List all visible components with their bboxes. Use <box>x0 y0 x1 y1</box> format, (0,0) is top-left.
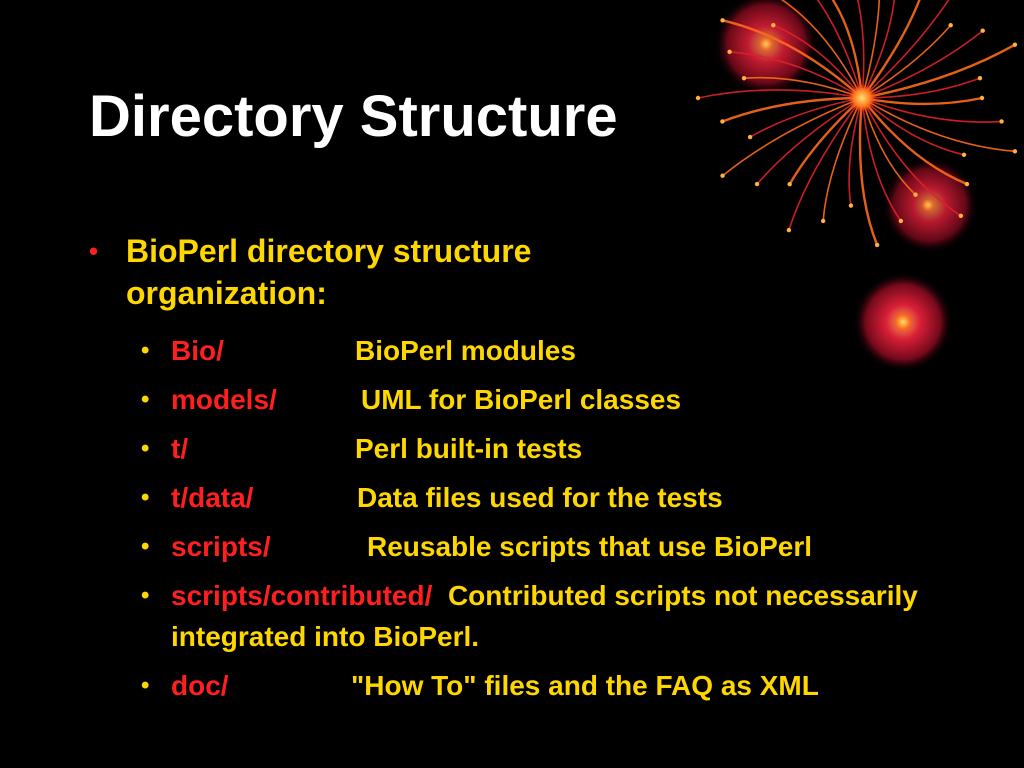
firework-spark <box>1012 149 1018 154</box>
list-item: • t/data/Data files used for the tests <box>141 477 941 518</box>
firework-spark <box>771 23 776 28</box>
firework-ray <box>822 97 863 222</box>
directory-name: models/ <box>171 384 277 415</box>
main-bullet-text: BioPerl directory structure organization… <box>126 233 532 311</box>
directory-name: t/ <box>171 433 189 464</box>
directory-description: Reusable scripts that use BioPerl <box>367 531 813 562</box>
directory-description: "How To" files and the FAQ as XML <box>351 670 819 701</box>
firework-ray <box>860 96 969 186</box>
list-item: • scripts/contributed/ Contributed scrip… <box>141 575 941 657</box>
firework-spark <box>787 181 792 187</box>
firework-spark <box>747 134 753 140</box>
firework-spark <box>913 192 918 197</box>
directory-description: Data files used for the tests <box>357 482 723 513</box>
directory-name: scripts/contributed/ <box>171 580 433 611</box>
firework-ray <box>856 0 865 99</box>
firework-ray <box>861 97 1003 123</box>
firework-spark <box>695 95 701 101</box>
list-item: • Bio/BioPerl modules <box>141 330 941 371</box>
bullet-icon: • <box>141 672 150 699</box>
firework-spark <box>874 242 880 248</box>
firework-spark <box>948 23 953 28</box>
bullet-icon: • <box>141 582 150 609</box>
firework-spark <box>979 95 985 101</box>
main-bullet: • BioPerl directory structure organizati… <box>89 230 729 314</box>
bullet-icon: • <box>141 435 150 462</box>
list-item: • t/Perl built-in tests <box>141 428 941 469</box>
firework-ray <box>749 97 863 138</box>
firework-spark <box>961 152 967 158</box>
directory-name: doc/ <box>171 670 229 701</box>
firework-ray <box>721 96 864 123</box>
firework-ray <box>858 96 879 247</box>
directory-description: BioPerl modules <box>355 335 576 366</box>
firework-ray <box>861 97 902 222</box>
firework-spark <box>727 49 732 55</box>
firework-ray <box>860 96 984 106</box>
firework-spark <box>720 119 725 124</box>
directory-description: Contributed scripts not necessarily inte… <box>171 580 918 652</box>
firework-spark <box>1012 42 1018 47</box>
firework-spark <box>820 218 826 224</box>
directory-list: • Bio/BioPerl modules • models/UML for B… <box>141 330 941 714</box>
firework-ray <box>860 0 921 100</box>
firework-ray <box>721 19 864 100</box>
directory-name: scripts/ <box>171 531 271 562</box>
firework-spark <box>754 181 760 187</box>
firework-spark <box>999 119 1004 124</box>
firework-spark <box>786 227 792 233</box>
firework-ray <box>861 0 950 99</box>
firework-spark <box>741 75 747 81</box>
bullet-icon: • <box>141 337 150 364</box>
firework-spark <box>898 218 904 224</box>
firework-spark <box>977 75 983 81</box>
bullet-icon: • <box>141 484 150 511</box>
firework-spark <box>720 18 725 23</box>
firework-ray <box>860 43 1017 100</box>
directory-description: Perl built-in tests <box>355 433 583 464</box>
firework-ray <box>816 0 863 99</box>
bullet-icon: • <box>141 386 150 413</box>
list-item: • scripts/Reusable scripts that use BioP… <box>141 526 941 567</box>
firework-spark <box>980 28 985 33</box>
firework-ray <box>721 97 863 177</box>
bullet-icon: • <box>141 533 150 560</box>
firework-spark <box>964 181 970 187</box>
firework-ray <box>861 29 984 99</box>
firework-spark <box>720 173 725 178</box>
firework-ray <box>861 97 962 217</box>
firework-spark <box>958 213 964 218</box>
firework-ray <box>697 89 863 99</box>
list-item: • models/UML for BioPerl classes <box>141 379 941 420</box>
bullet-icon: • <box>89 236 99 266</box>
firework-ray <box>743 76 863 99</box>
firework-ray <box>861 0 881 99</box>
directory-description: UML for BioPerl classes <box>361 384 682 415</box>
firework-ray <box>728 51 863 99</box>
firework-ray <box>861 97 1016 153</box>
directory-name: t/data/ <box>171 482 254 513</box>
firework-ray <box>756 97 863 185</box>
firework-spark <box>848 203 854 208</box>
directory-name: Bio/ <box>171 335 224 366</box>
firework-ray <box>780 0 863 99</box>
list-item: • doc/ "How To" files and the FAQ as XML <box>141 665 941 706</box>
slide-title: Directory Structure <box>89 84 618 149</box>
firework-ray <box>788 97 863 231</box>
